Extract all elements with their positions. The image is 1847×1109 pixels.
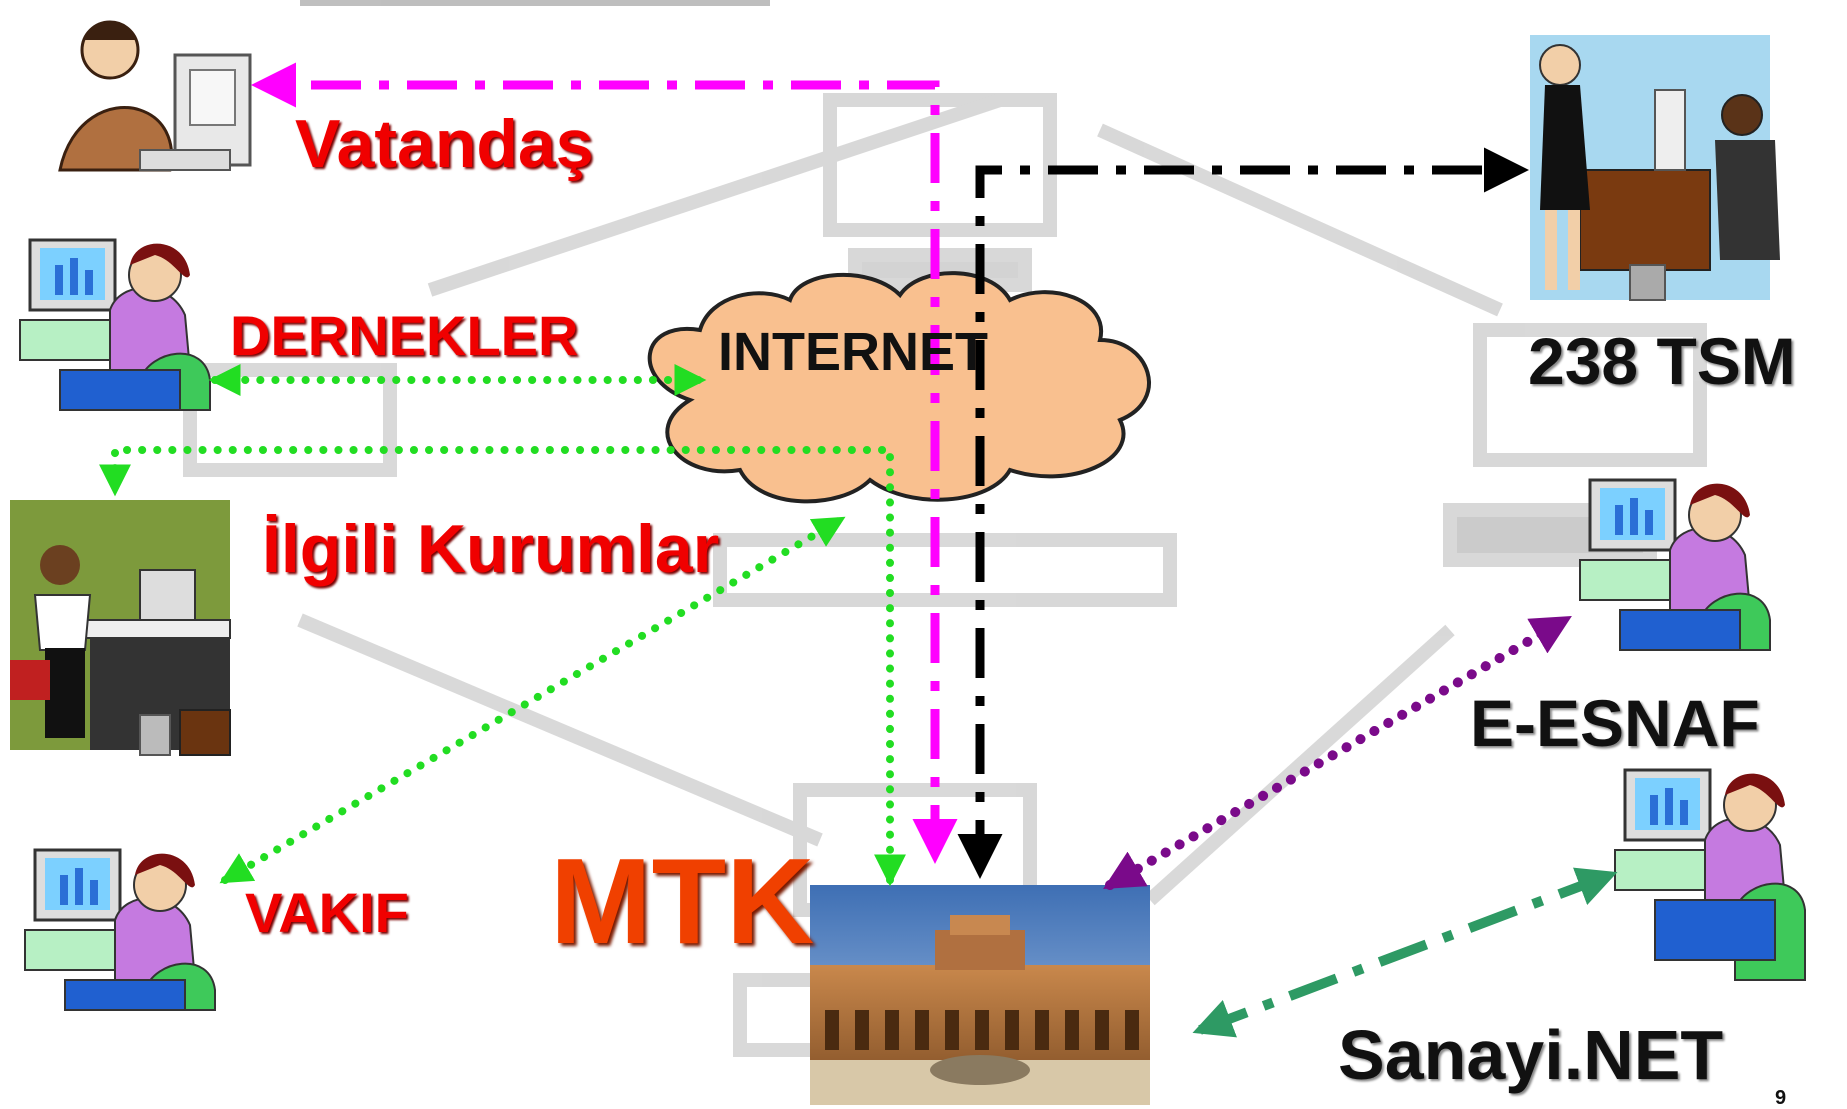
label-e-esnaf: E-ESNAF <box>1470 686 1760 760</box>
label-ilgili-kurumlar: İlgili Kurumlar <box>262 511 720 587</box>
label-internet: INTERNET <box>718 322 988 382</box>
label-mtk: MTK <box>550 833 815 969</box>
handshake-office-icon <box>1530 35 1780 301</box>
black-connector <box>957 147 1529 879</box>
green-connector-dernekler <box>99 364 906 887</box>
man-at-desk-icon <box>10 500 231 756</box>
internet-cloud <box>647 271 1151 504</box>
label-vakif: VAKIF <box>245 881 409 944</box>
purple-connector <box>1103 615 1572 890</box>
label-sanayi-net: Sanayi.NET <box>1338 1016 1724 1094</box>
palace-courtyard-icon <box>810 885 1150 1105</box>
label-dernekler: DERNEKLER <box>230 304 579 367</box>
label-vatandas: Vatandaş <box>295 106 594 182</box>
woman-at-computer-icon <box>19 238 1806 1011</box>
teal-connector <box>1192 867 1618 1038</box>
page-number: 9 <box>1775 1087 1787 1109</box>
man-at-computer-icon <box>58 20 252 172</box>
magenta-connector <box>251 62 958 864</box>
label-238-tsm: 238 TSM <box>1528 324 1796 398</box>
